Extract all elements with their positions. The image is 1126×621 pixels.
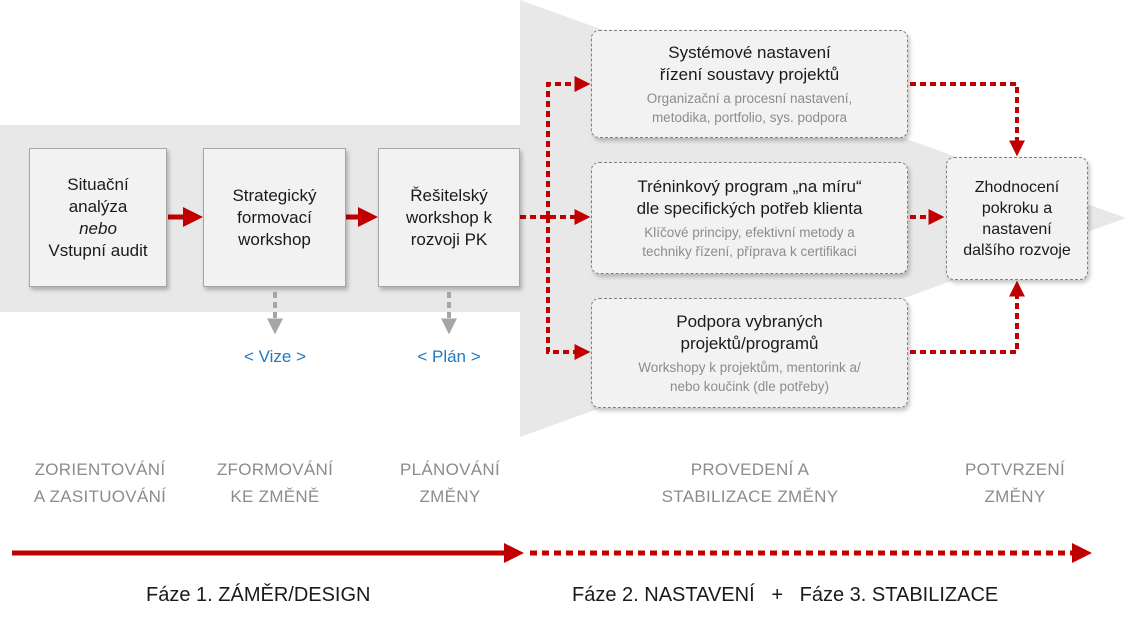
phase-3-line-2: ZMĚNY xyxy=(419,487,481,506)
phase-label-confirmation: POTVRZENÍ ZMĚNY xyxy=(930,456,1100,510)
phase-2-line-2: KE ZMĚNĚ xyxy=(230,487,320,506)
phase-label-execution: PROVEDENÍ A STABILIZACE ZMĚNY xyxy=(640,456,860,510)
strategic-line-1: Strategický xyxy=(232,185,317,205)
solver-line-1: Řešitelský xyxy=(410,185,488,205)
system-sub-2: metodika, portfolio, sys. podpora xyxy=(651,109,848,125)
outcome-vision: < Vize > xyxy=(243,347,307,366)
evaluation-line-1: Zhodnocení xyxy=(974,178,1060,196)
solver-line-2: workshop k xyxy=(406,207,492,227)
training-program-box: Tréninkový program „na míru“ dle specifi… xyxy=(591,162,908,274)
outcome-plan: < Plán > xyxy=(417,347,481,366)
strategic-workshop-box: Strategický formovací workshop xyxy=(203,148,346,287)
training-title-1: Tréninkový program „na míru“ xyxy=(637,176,862,196)
solver-line-3: rozvoji PK xyxy=(410,229,488,249)
situational-line-1: Situační xyxy=(67,174,129,194)
training-title-2: dle specifických potřeb klienta xyxy=(636,198,863,218)
training-sub-2: techniky řízení, příprava k certifikaci xyxy=(642,243,857,259)
phase-label-planning: PLÁNOVÁNÍ ZMĚNY xyxy=(365,456,535,510)
footer-phase23: Fáze 2. NASTAVENÍ + Fáze 3. STABILIZACE xyxy=(572,584,999,606)
situational-analysis-box: Situační analýza nebo Vstupní audit xyxy=(29,148,167,287)
footer-phase1: Fáze 1. ZÁMĚR/DESIGN xyxy=(146,584,371,606)
phase-5-line-2: ZMĚNY xyxy=(984,487,1046,506)
phase-label-forming: ZFORMOVÁNÍ KE ZMĚNĚ xyxy=(190,456,360,510)
situational-line-4: Vstupní audit xyxy=(48,240,148,260)
support-title-1: Podpora vybraných xyxy=(676,311,823,331)
system-sub-1: Organizační a procesní nastavení, xyxy=(646,90,853,106)
support-sub-2: nebo koučink (dle potřeby) xyxy=(669,378,830,394)
training-sub-1: Klíčové principy, efektivní metody a xyxy=(644,224,855,240)
arrow-solver-to-system xyxy=(546,76,591,217)
evaluation-line-4: dalšího rozvoje xyxy=(963,241,1071,259)
project-support-box: Podpora vybraných projektů/programů Work… xyxy=(591,298,908,408)
arrow-system-to-evaluation xyxy=(910,82,1025,157)
system-setup-box: Systémové nastavení řízení soustavy proj… xyxy=(591,30,908,138)
phase-1-line-2: A ZASITUOVÁNÍ xyxy=(33,487,167,506)
strategic-line-3: workshop xyxy=(238,229,311,249)
phase-label-orientation: ZORIENTOVÁNÍ A ZASITUOVÁNÍ xyxy=(10,456,190,510)
evaluation-box: Zhodnocení pokroku a nastavení dalšího r… xyxy=(946,157,1088,280)
support-sub-1: Workshopy k projektům, mentorink a/ xyxy=(638,359,861,375)
phase-4-line-1: PROVEDENÍ A xyxy=(690,460,810,479)
solver-workshop-box: Řešitelský workshop k rozvoji PK xyxy=(378,148,520,287)
system-title-1: Systémové nastavení xyxy=(668,42,831,62)
strategic-line-2: formovací xyxy=(237,207,312,227)
phase-3-line-1: PLÁNOVÁNÍ xyxy=(399,460,500,479)
arrow-solver-to-support xyxy=(546,217,591,360)
situational-line-3: nebo xyxy=(79,218,117,238)
system-title-2: řízení soustavy projektů xyxy=(659,64,840,84)
evaluation-line-2: pokroku a xyxy=(981,199,1053,217)
evaluation-line-3: nastavení xyxy=(982,220,1052,238)
situational-line-2: analýza xyxy=(68,196,128,216)
phase-2-line-1: ZFORMOVÁNÍ xyxy=(216,460,334,479)
phase-1-line-1: ZORIENTOVÁNÍ xyxy=(34,460,166,479)
phase-4-line-2: STABILIZACE ZMĚNY xyxy=(661,487,839,506)
arrow-support-to-evaluation xyxy=(910,280,1025,354)
phase-5-line-1: POTVRZENÍ xyxy=(965,460,1065,479)
support-title-2: projektů/programů xyxy=(680,333,819,353)
